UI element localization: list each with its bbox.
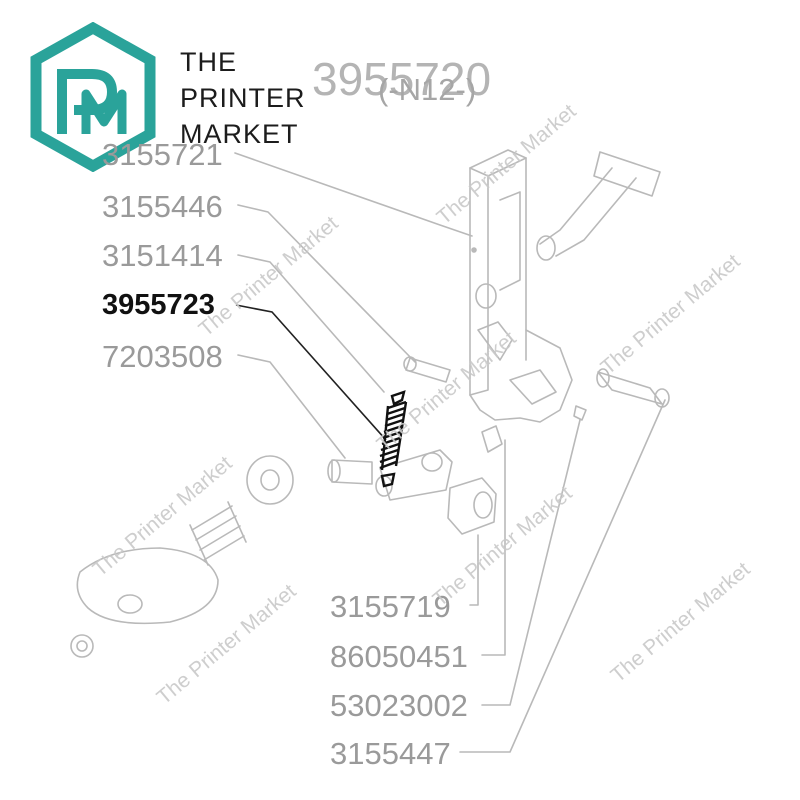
- brand-wordmark: THE PRINTER MARKET: [180, 44, 306, 152]
- leader-line-3955723: [235, 304, 387, 441]
- small-nut: [70, 634, 94, 658]
- tension-spring: [379, 390, 408, 488]
- part-label-53023002: 53023002: [330, 688, 468, 723]
- lever-pin: [327, 459, 373, 485]
- part-label-7203508: 7203508: [102, 339, 223, 374]
- part-label-3155721: 3155721: [102, 137, 223, 172]
- screw: [403, 356, 451, 383]
- brand-line-1: THE: [180, 47, 237, 77]
- assembly-variant: (-N12-): [378, 72, 477, 107]
- leader-line-53023002: [481, 419, 581, 706]
- small-block: [481, 425, 503, 453]
- knob-cap: [76, 547, 219, 625]
- part-label-3151414: 3151414: [102, 238, 223, 273]
- brand-line-2: PRINTER: [180, 83, 306, 113]
- washer: [246, 455, 294, 505]
- leader-line-3155447: [459, 399, 666, 753]
- leader-line-3155446: [237, 204, 416, 363]
- leader-line-86050451: [481, 439, 506, 656]
- leader-line-3155719: [469, 534, 479, 606]
- part-label-86050451: 86050451: [330, 639, 468, 674]
- sleeve: [447, 477, 497, 535]
- compression-spring: [189, 501, 247, 566]
- shaft-pin: [536, 151, 661, 261]
- hexagon-pm-logo-icon: [30, 22, 156, 172]
- leader-line-3151414: [237, 254, 385, 393]
- bracket-frame: [469, 149, 573, 423]
- leader-line-7203508: [237, 354, 346, 459]
- part-label-3155447: 3155447: [330, 736, 451, 771]
- brand-line-3: MARKET: [180, 119, 299, 149]
- assembly-number: 3955720: [312, 53, 492, 105]
- part-label-3955723-highlighted: 3955723: [102, 289, 215, 321]
- part-label-3155719: 3155719: [330, 589, 451, 624]
- part-label-3155446: 3155446: [102, 189, 223, 224]
- leader-line-3155721: [234, 152, 473, 237]
- right-pin: [573, 368, 670, 421]
